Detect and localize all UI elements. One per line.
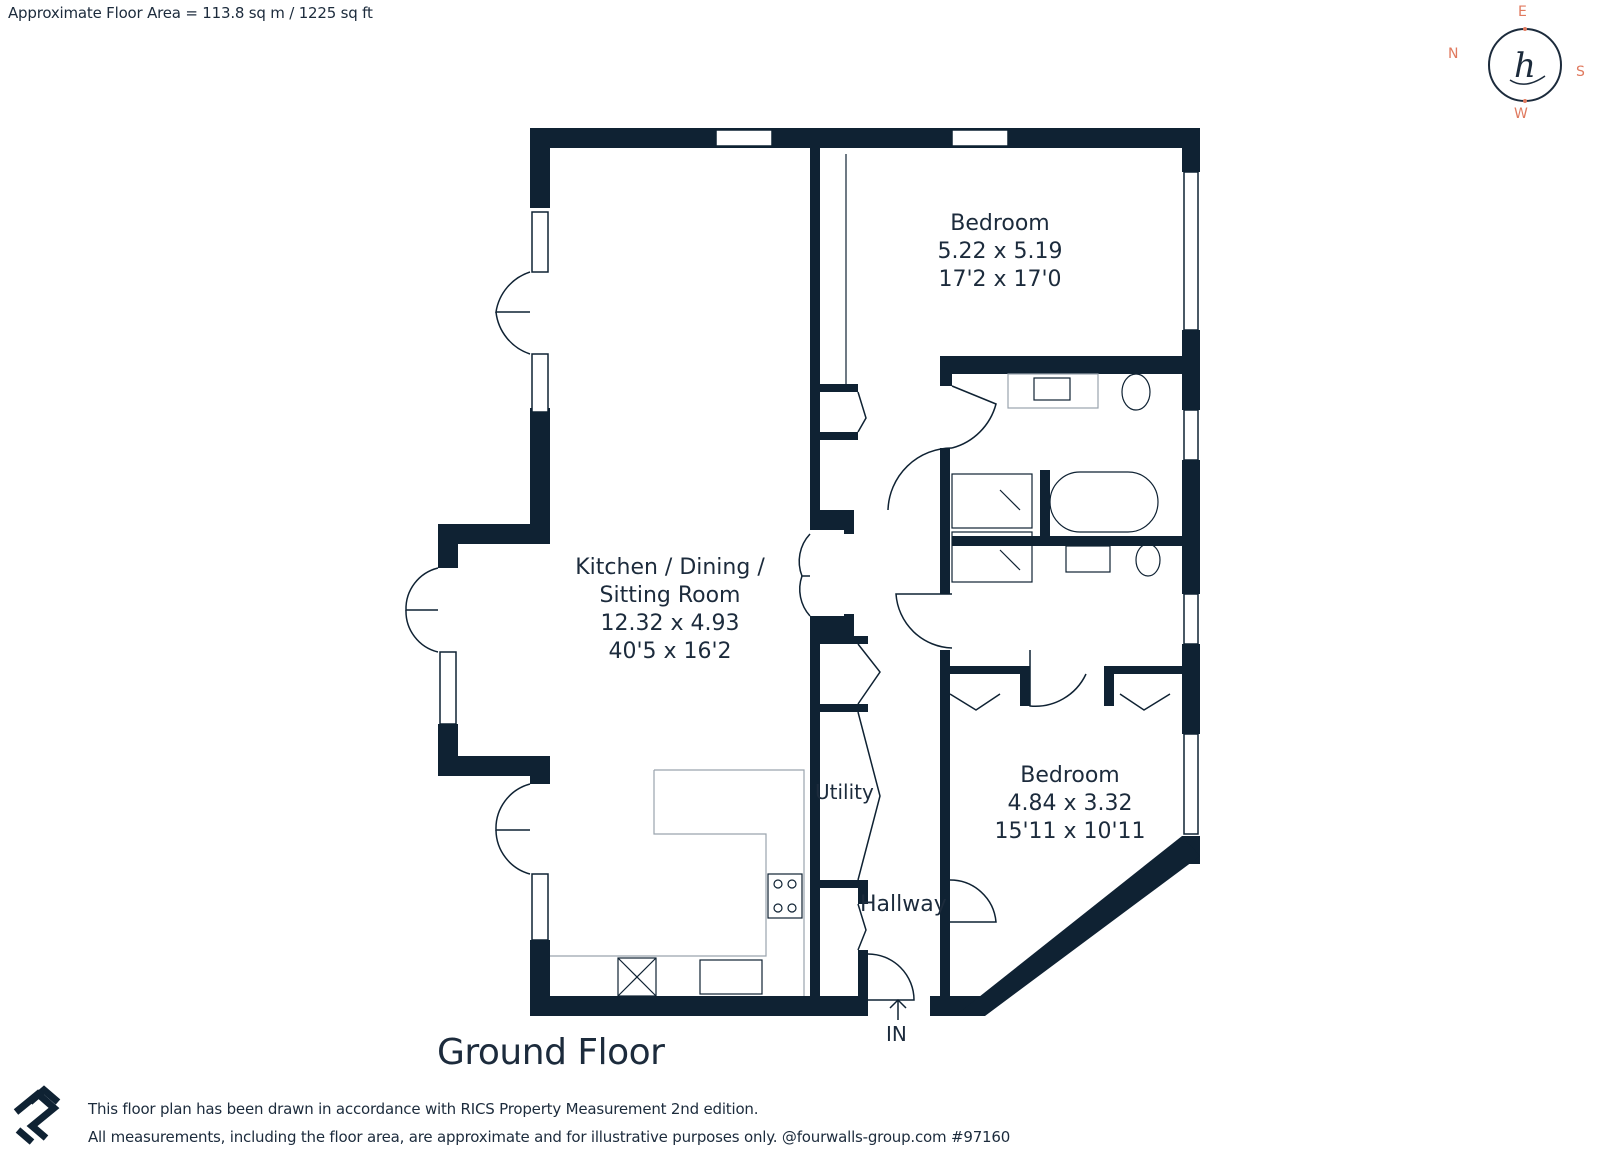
kitchen-counter <box>550 769 805 997</box>
hallway-label: Hallway <box>860 892 947 917</box>
kitchen-metric: 12.32 x 4.93 <box>600 611 740 636</box>
kitchen-name-line1: Kitchen / Dining / <box>575 555 765 580</box>
compass-north: N <box>1448 46 1459 62</box>
fourwalls-logo-icon <box>8 1068 68 1148</box>
bedroom2-metric: 4.84 x 3.32 <box>1007 791 1133 816</box>
entrance-label: IN <box>886 1022 907 1046</box>
bathroom-fixtures <box>951 373 1161 583</box>
compass-monogram: h <box>1514 46 1536 86</box>
windows <box>439 129 1199 941</box>
floor-area-text: Approximate Floor Area = 113.8 sq m / 12… <box>8 4 373 22</box>
doors <box>405 271 1171 1001</box>
floor-title: Ground Floor <box>437 1032 665 1073</box>
compass-icon: h E N S W <box>1448 4 1585 122</box>
utility-label: Utility <box>815 780 874 804</box>
bedroom1-imperial: 17'2 x 17'0 <box>938 267 1062 292</box>
entrance-arrow-icon <box>889 998 907 1020</box>
compass-monogram-icon: h <box>1488 27 1562 103</box>
footer-line2: All measurements, including the floor ar… <box>88 1128 1011 1146</box>
kitchen-label: Kitchen / Dining / Sitting Room 12.32 x … <box>560 554 780 666</box>
kitchen-name-line2: Sitting Room <box>599 583 741 608</box>
bedroom2-name: Bedroom <box>1020 763 1120 788</box>
bedroom1-label: Bedroom 5.22 x 5.19 17'2 x 17'0 <box>920 210 1080 294</box>
bedroom2-imperial: 15'11 x 10'11 <box>994 819 1146 844</box>
walls <box>438 128 1200 1016</box>
bedroom1-name: Bedroom <box>950 211 1050 236</box>
kitchen-imperial: 40'5 x 16'2 <box>608 639 732 664</box>
compass-east: E <box>1518 4 1527 20</box>
compass-west: W <box>1514 106 1528 122</box>
bedroom2-label: Bedroom 4.84 x 3.32 15'11 x 10'11 <box>980 762 1160 846</box>
compass-south: S <box>1576 64 1585 80</box>
footer-line1: This floor plan has been drawn in accord… <box>88 1100 759 1118</box>
bedroom1-metric: 5.22 x 5.19 <box>937 239 1063 264</box>
